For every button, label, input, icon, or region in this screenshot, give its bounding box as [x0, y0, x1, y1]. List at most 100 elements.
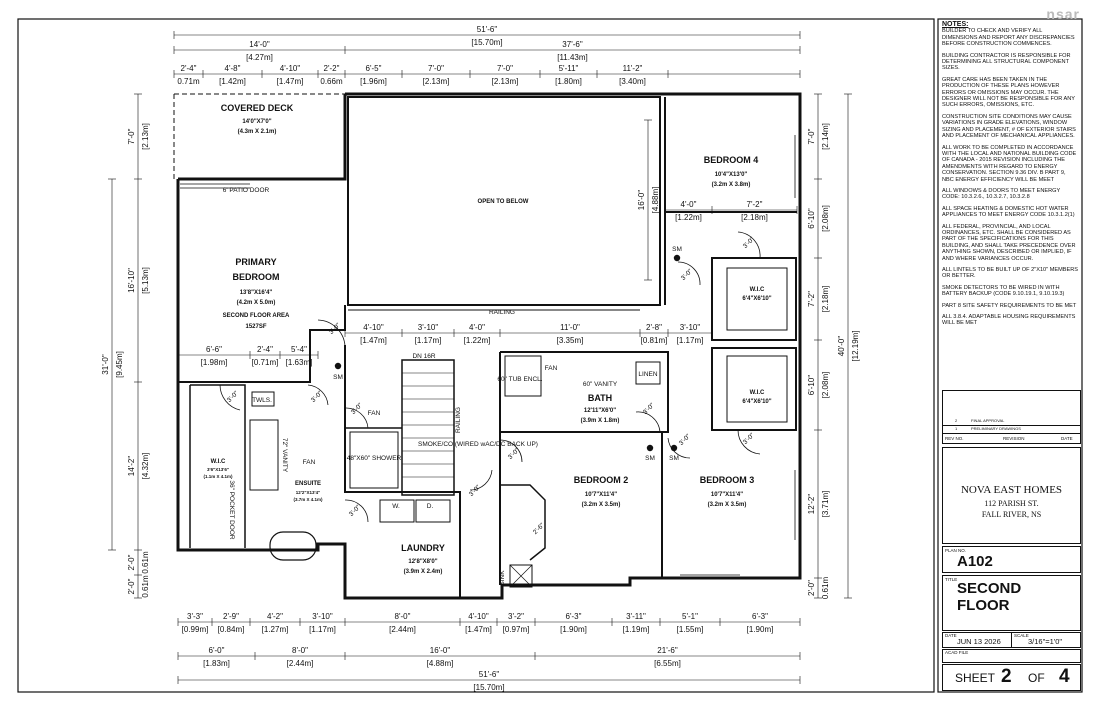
floor-area-value: 1527SF [245, 324, 266, 330]
dimension-label: 6'-0" [209, 646, 225, 655]
company-name: NOVA EAST HOMES [960, 484, 1063, 496]
bedroom3-size: 10'7"X11'4" [711, 492, 743, 498]
bath-label: BATH [588, 393, 612, 403]
dimension-label: [1.47m] [465, 625, 492, 634]
bedroom2-size: 10'7"X11'4" [585, 492, 617, 498]
patio-door-label: 6' PATIO DOOR [223, 187, 270, 194]
door-label-5: 3'-0" [642, 401, 657, 416]
sheet-total: 4 [1059, 666, 1070, 687]
dimension-label: 5'-4" [291, 345, 307, 354]
dimension-label: [1.55m] [677, 625, 704, 634]
dimension-label: 31'-0" [101, 354, 110, 375]
smoke-label-2: SM [672, 246, 682, 253]
shower-label: 48"X60" SHOWER [347, 455, 402, 462]
dimension-label: [1.90m] [560, 625, 587, 634]
scale-block: SCALE 3/16"=1'0" [1011, 632, 1081, 648]
railing-side-label: RAILING [455, 407, 462, 433]
dimension-label: [1.17m] [309, 625, 336, 634]
covered-deck-metric: (4.3m X 2.1m) [238, 129, 277, 135]
dimension-label: [2.44m] [287, 659, 314, 668]
dimension-label: 7'-0" [127, 128, 136, 144]
pocket-door-label: 36" POCKET DOOR [228, 480, 235, 540]
dimension-label: 7'-0" [807, 128, 816, 144]
fan-label-1: FAN [368, 410, 381, 417]
dimension-label: 16'-0" [637, 190, 646, 211]
dimension-label: 40'-0" [837, 336, 846, 357]
dimension-label: [11.43m] [557, 53, 588, 62]
dryer-label: D. [427, 503, 434, 510]
drawing-border [17, 18, 935, 693]
door-label-7: 3'-0" [742, 235, 757, 250]
dimension-labels: 51'-6"[15.70m]14'-0"[4.27m]37'-6"[11.43m… [101, 25, 860, 692]
dimension-label: [1.90m] [747, 625, 774, 634]
door-label-8: 3'-0" [742, 431, 757, 446]
dimension-label: 12'-2" [807, 494, 816, 515]
dimension-lines [108, 31, 852, 684]
dimension-label: 0.71m [177, 77, 200, 86]
dimension-label: [3.40m] [619, 77, 646, 86]
dimension-label: [2.18m] [741, 213, 768, 222]
bath-size: 12'11"X6'0" [584, 408, 616, 414]
dimension-label: 2'-8" [646, 323, 662, 332]
door-label-4: 3'-0" [350, 401, 365, 416]
dimension-label: [4.88m] [651, 187, 660, 214]
date-label: DATE [945, 633, 957, 638]
door-label-6: 3'-0" [678, 432, 693, 447]
dimension-label: [0.99m] [182, 625, 209, 634]
dimension-label: 6'-5" [366, 64, 382, 73]
title-line-2: FLOOR [957, 597, 1010, 614]
washer-label: W. [392, 503, 400, 510]
dimension-label: 4'-0" [469, 323, 485, 332]
note-item: ALL LINTELS TO BE BUILT UP OF 2"X10" MEM… [942, 267, 1078, 280]
dimension-label: [1.19m] [623, 625, 650, 634]
wic-primary-metric: (1.1m X 4.1m) [203, 474, 233, 479]
titleblock-border [937, 18, 1083, 693]
dimension-label: 21'-6" [657, 646, 678, 655]
dimension-label: 51'-6" [479, 670, 500, 679]
laundry-label: LAUNDRY [401, 543, 445, 553]
dimension-label: 2'-2" [324, 64, 340, 73]
note-item: SMOKE DETECTORS TO BE WIRED IN WITH BATT… [942, 284, 1065, 298]
wic-primary-size: 3'6"X13'6" [207, 467, 229, 472]
dimension-label: 11'-2" [623, 64, 643, 73]
dimension-label: 2'-0" [807, 580, 816, 596]
dimension-label: 7'-0" [428, 64, 444, 73]
notes-heading: NOTES: [942, 21, 969, 28]
bedroom2-label: BEDROOM 2 [574, 475, 629, 485]
wic-primary-label: W.I.C [211, 459, 226, 465]
dimension-label: 8'-0" [395, 612, 411, 621]
dimension-label: 7'-2" [807, 291, 816, 307]
dimension-label: [2.14m] [821, 123, 830, 150]
dimension-label: 51'-6" [477, 25, 498, 34]
dimension-label: [4.88m] [427, 659, 454, 668]
dimension-label: 0.66m [320, 77, 343, 86]
dimension-label: [1.47m] [360, 336, 387, 345]
dimension-label: 2'-0" [127, 554, 136, 570]
fan-label-3: FAN [545, 365, 558, 372]
dimension-label: [2.13m] [423, 77, 450, 86]
dimension-label: 3'-11" [626, 612, 646, 621]
sink-label: SINK [499, 570, 506, 586]
note-item: CONSTRUCTION SITE CONDITIONS MAY CAUSE V… [942, 113, 1076, 140]
smoke-detector-icon [334, 362, 342, 370]
dimension-label: [1.98m] [201, 358, 228, 367]
primary-size: 13'8"X16'4" [240, 290, 273, 296]
dimension-label: 2'-4" [257, 345, 273, 354]
vanity-ensuite-label: 72" VANITY [281, 438, 288, 473]
smoke-label-1: SM [333, 374, 343, 381]
dimension-label: 4'-10" [468, 612, 489, 621]
dimension-label: 16'-10" [127, 268, 136, 293]
dimension-label: [1.17m] [415, 336, 442, 345]
dimension-label: 16'-0" [430, 646, 451, 655]
note-item: GREAT CARE HAS BEEN TAKEN IN THE PRODUCT… [942, 76, 1075, 109]
smoke-co-label: SMOKE/CO (WIRED wAC/DC BACK UP) [418, 441, 538, 448]
dimension-label: [3.71m] [821, 491, 830, 518]
company-block: NOVA EAST HOMES 112 PARISH ST. FALL RIVE… [942, 447, 1081, 544]
dimension-label: [1.83m] [203, 659, 230, 668]
bedroom3-metric: (3.2m X 3.5m) [708, 502, 747, 508]
door-label-2: 3'-0" [226, 389, 241, 404]
dimension-label: [0.71m] [252, 358, 279, 367]
rev-no-header: REV NO. [945, 436, 964, 441]
